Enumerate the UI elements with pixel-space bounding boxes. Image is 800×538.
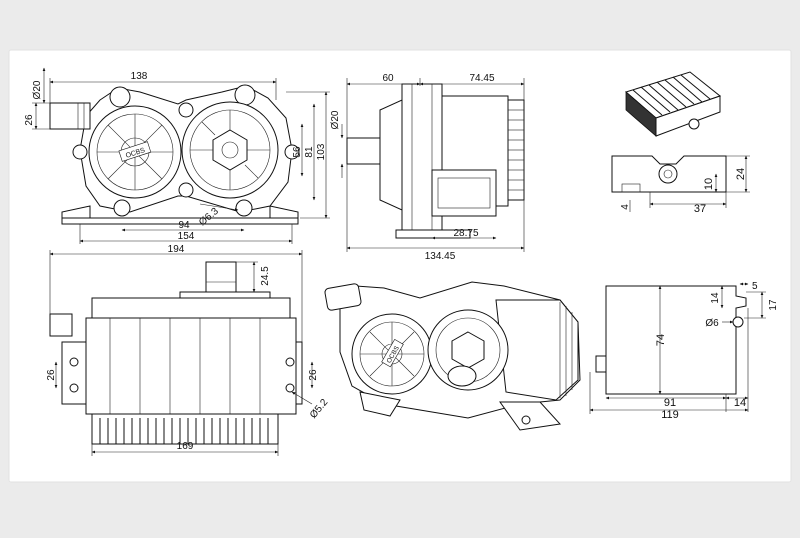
inlet-pipe — [49, 102, 91, 130]
dim-side-d20: Ø20 — [330, 110, 341, 129]
dim-conn-10: 10 — [703, 178, 715, 190]
ear-tr — [234, 84, 256, 106]
dim-bottom-26-left: 26 — [46, 369, 57, 381]
dim-conn-24: 24 — [735, 168, 747, 180]
connector-hole — [658, 164, 678, 184]
dim-bracket-119: 119 — [661, 409, 679, 421]
connector-fins — [632, 74, 711, 116]
connector-side-view: 24 10 4 37 — [611, 155, 750, 215]
iso-foot-left — [359, 391, 401, 417]
dim-bracket-d6: Ø6 — [705, 318, 719, 329]
dim-bracket-14b: 14 — [734, 397, 746, 409]
base-plate — [61, 217, 299, 225]
connector-tab — [688, 118, 700, 130]
iso-outlet — [447, 365, 477, 387]
iso-view: OCBS — [324, 281, 581, 431]
side-inlet-pipe — [346, 137, 382, 165]
dim-side-13445: 134.45 — [425, 251, 456, 262]
dim-front-26: 26 — [24, 114, 35, 126]
bracket-hole — [732, 316, 744, 328]
side-fins — [508, 109, 524, 191]
bottom-fin-block — [91, 413, 279, 445]
ear-bl — [113, 199, 131, 217]
iso-logo-box — [381, 338, 404, 368]
dim-side-60: 60 — [382, 73, 394, 84]
iso-foot-right — [499, 401, 561, 431]
iso-motor-fins — [559, 302, 573, 398]
iso-inlet — [324, 283, 362, 311]
dim-front-154: 154 — [178, 231, 195, 242]
ear-br — [235, 199, 253, 217]
dim-conn-37: 37 — [694, 203, 706, 215]
right-rotor-spokes — [190, 110, 270, 190]
ear-right — [284, 144, 300, 160]
connector-iso — [624, 71, 722, 137]
dim-conn-4: 4 — [620, 204, 631, 210]
side-view: 60 74.45 Ø20 28.75 134.45 — [330, 73, 525, 262]
dim-bottom-194: 194 — [168, 244, 185, 255]
bracket-view: 74 5 14 17 Ø6 91 14 119 — [589, 281, 779, 421]
dim-bracket-17: 17 — [768, 299, 779, 311]
dim-bracket-14a: 14 — [710, 292, 721, 304]
dim-front-d20: Ø20 — [32, 80, 43, 99]
dim-front-81: 81 — [304, 146, 315, 158]
iso-motor — [495, 299, 579, 401]
connector-front — [655, 95, 721, 137]
ear-mid-bottom — [178, 182, 194, 198]
bottom-inlet-pipe — [205, 261, 237, 293]
dim-bracket-5: 5 — [752, 281, 758, 292]
dim-side-2875: 28.75 — [453, 228, 478, 239]
side-connector-box — [431, 169, 497, 217]
ear-tl — [109, 86, 131, 108]
bracket-notch — [595, 355, 607, 373]
dim-front-138: 138 — [131, 71, 148, 82]
ear-mid-top — [178, 102, 194, 118]
side-flange — [379, 99, 403, 211]
ear-left — [72, 144, 88, 160]
bottom-view: 194 24.5 26 26 Ø5.2 169 — [46, 244, 331, 456]
dim-bracket-91: 91 — [664, 397, 676, 409]
bottom-fins — [99, 418, 269, 444]
bottom-top-band — [91, 297, 291, 319]
bottom-side-pipe — [49, 313, 73, 337]
dim-bracket-74: 74 — [655, 334, 667, 346]
dim-bottom-169: 169 — [177, 441, 194, 452]
bottom-body-lines — [109, 318, 261, 414]
dim-front-94: 94 — [178, 220, 190, 231]
bracket-body — [605, 285, 747, 395]
dim-bottom-26-right: 26 — [308, 369, 319, 381]
dim-front-103: 103 — [316, 143, 327, 160]
front-view: OCBS 138 Ø20 26 56 81 103 — [24, 67, 330, 244]
dim-side-7445: 74.45 — [469, 73, 494, 84]
dim-front-56: 56 — [292, 146, 303, 158]
bottom-body — [85, 317, 297, 415]
front-logo-box — [118, 141, 152, 162]
dim-bottom-245: 24.5 — [260, 266, 271, 286]
